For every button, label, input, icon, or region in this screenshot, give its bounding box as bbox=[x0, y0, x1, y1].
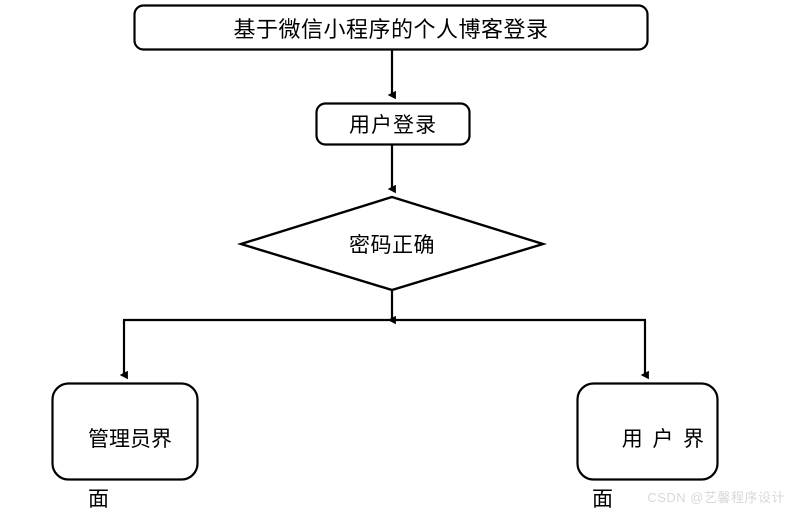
watermark-text: CSDN @艺馨程序设计 bbox=[647, 490, 785, 505]
node-title-shape[interactable] bbox=[133, 4, 649, 51]
node-login-shape[interactable] bbox=[315, 102, 471, 146]
node-decision-shape[interactable] bbox=[236, 195, 548, 292]
node-admin-shape[interactable] bbox=[51, 382, 199, 481]
node-user-shape[interactable] bbox=[576, 382, 719, 481]
